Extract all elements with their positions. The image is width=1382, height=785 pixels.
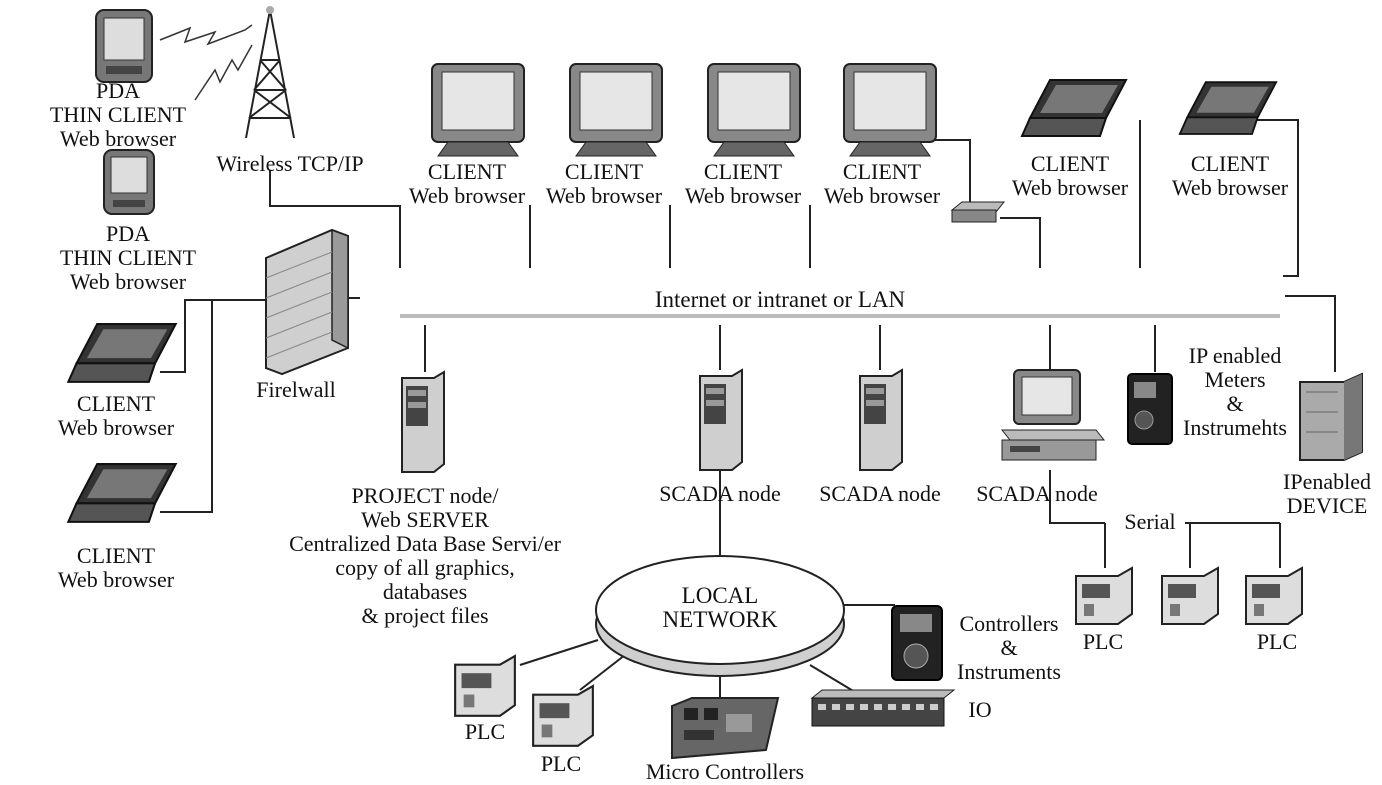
- client-label: CLIENT Web browser: [815, 160, 949, 208]
- project-node-label-line: databases: [382, 579, 468, 604]
- pda-label-line: Web browser: [59, 126, 177, 151]
- client-label-line: Web browser: [57, 567, 175, 592]
- desktop-computer-icon: [569, 63, 663, 157]
- scada-workstation-icon: [1000, 369, 1106, 461]
- client-label-line: CLIENT: [76, 543, 156, 568]
- plc-label: PLC: [540, 751, 582, 776]
- micro-controller-board-icon: [671, 697, 780, 760]
- client-label: CLIENT Web browser: [46, 544, 186, 592]
- client-label: CLIENT Web browser: [1000, 152, 1140, 200]
- backbone-label: Internet or intranet or LAN: [654, 287, 906, 312]
- pda-label-line: PDA: [95, 78, 140, 103]
- desktop-computer-icon: [707, 63, 801, 157]
- local-network-label-line: NETWORK: [662, 607, 778, 632]
- plc-icon: [1075, 566, 1133, 625]
- plc-icon: [532, 684, 594, 747]
- client-label-line: CLIENT: [1030, 151, 1110, 176]
- server-tower-icon: [859, 368, 903, 471]
- wireless-tower-icon: [245, 6, 295, 139]
- io-module-icon: [810, 689, 956, 727]
- client-label: CLIENT Web browser: [676, 160, 810, 208]
- pda-label-line: Web browser: [69, 269, 187, 294]
- desktop-computer-icon: [431, 63, 525, 157]
- plc-label: PLC: [464, 719, 506, 744]
- plc-label: PLC: [1082, 629, 1124, 654]
- client-label-line: CLIENT: [842, 159, 922, 184]
- scada-node-label: SCADA node: [659, 481, 781, 506]
- controllers-label-line: &: [1000, 635, 1018, 660]
- firewall-label: Firelwall: [256, 377, 336, 402]
- client-label-line: CLIENT: [564, 159, 644, 184]
- project-node-label-line: Web SERVER: [361, 507, 489, 532]
- ip-device-label-line: DEVICE: [1286, 493, 1368, 518]
- pda-label-line: THIN CLIENT: [59, 245, 197, 270]
- controllers-label-line: Controllers: [959, 611, 1059, 636]
- ip-meter-icon: [1127, 373, 1173, 445]
- controller-icon: [891, 605, 943, 681]
- laptop-icon: [66, 323, 178, 383]
- ip-meters-label-line: Instrumehts: [1183, 415, 1287, 440]
- ip-meters-label-line: &: [1226, 391, 1244, 416]
- client-label-line: CLIENT: [427, 159, 507, 184]
- plc-label: PLC: [1256, 629, 1298, 654]
- pda-label: PDA THIN CLIENT Web browser: [0, 222, 256, 294]
- project-node-label-line: Centralized Data Base Servi/er: [289, 531, 561, 556]
- local-network-label: LOCAL NETWORK: [620, 584, 820, 632]
- client-label-line: CLIENT: [1190, 151, 1270, 176]
- pda-icon: [103, 149, 155, 215]
- plc-icon: [1245, 566, 1303, 625]
- firewall-icon: [265, 228, 349, 376]
- client-label-line: Web browser: [57, 415, 175, 440]
- serial-label: Serial: [1124, 509, 1176, 534]
- pda-label-line: THIN CLIENT: [49, 102, 187, 127]
- client-label: CLIENT Web browser: [1160, 152, 1300, 200]
- ip-meters-label: IP enabled Meters & Instrumehts: [1168, 344, 1302, 440]
- pda-label: PDA THIN CLIENT Web browser: [0, 79, 236, 151]
- client-label-line: Web browser: [823, 183, 941, 208]
- client-label-line: CLIENT: [76, 391, 156, 416]
- client-label-line: Web browser: [1011, 175, 1129, 200]
- ip-meters-label-line: IP enabled: [1188, 343, 1282, 368]
- pda-icon: [95, 9, 153, 83]
- project-node-label-line: & project files: [361, 603, 489, 628]
- controllers-label: Controllers & Instruments: [944, 612, 1074, 684]
- ip-device-label-line: IPenabled: [1283, 469, 1371, 494]
- server-tower-icon: [401, 370, 445, 473]
- client-label-line: Web browser: [1171, 175, 1289, 200]
- local-network-cloud: [595, 555, 845, 677]
- micro-controllers-label: Micro Controllers: [645, 759, 805, 784]
- client-label-line: Web browser: [684, 183, 802, 208]
- ip-device-icon: [1299, 372, 1363, 461]
- server-tower-icon: [699, 368, 743, 471]
- project-node-label: PROJECT node/ Web SERVER Centralized Dat…: [250, 484, 600, 628]
- client-label: CLIENT Web browser: [46, 392, 186, 440]
- plc-icon: [1161, 566, 1219, 625]
- modem-icon: [950, 201, 1006, 223]
- project-node-label-line: copy of all graphics,: [335, 555, 515, 580]
- project-node-label-line: PROJECT node/: [351, 483, 499, 508]
- client-label: CLIENT Web browser: [400, 160, 534, 208]
- desktop-computer-icon: [843, 63, 937, 157]
- client-label-line: Web browser: [408, 183, 526, 208]
- client-label: CLIENT Web browser: [537, 160, 671, 208]
- laptop-icon: [1178, 81, 1278, 135]
- local-network-label-line: LOCAL: [681, 583, 759, 608]
- laptop-icon: [1020, 79, 1128, 137]
- ip-meters-label-line: Meters: [1204, 367, 1266, 392]
- ip-device-label: IPenabled DEVICE: [1272, 470, 1382, 518]
- io-label: IO: [968, 697, 992, 722]
- client-label-line: CLIENT: [703, 159, 783, 184]
- laptop-icon: [66, 463, 178, 523]
- pda-label-line: PDA: [105, 221, 150, 246]
- scada-node-label: SCADA node: [976, 481, 1098, 506]
- plc-icon: [454, 654, 516, 717]
- scada-node-label: SCADA node: [819, 481, 941, 506]
- wireless-label: Wireless TCP/IP: [216, 151, 364, 176]
- controllers-label-line: Instruments: [957, 659, 1061, 684]
- client-label-line: Web browser: [545, 183, 663, 208]
